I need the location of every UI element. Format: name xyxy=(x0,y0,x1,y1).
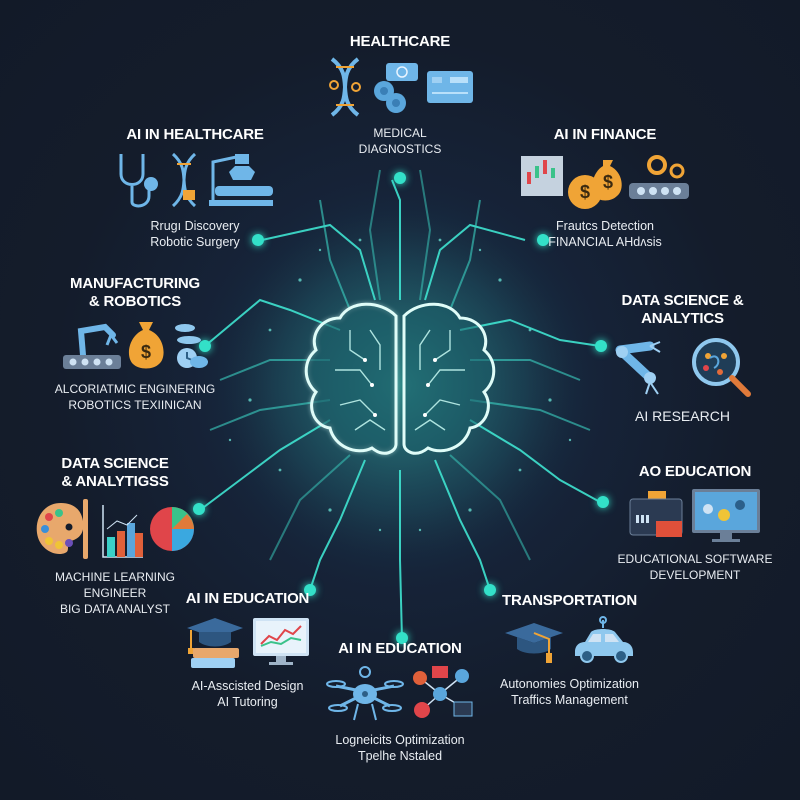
money-bag-icon: $ $ xyxy=(568,160,622,209)
node-subline: MACHINE LEARNING ENGINEER xyxy=(54,570,176,600)
node-ai-in-education-left: AI IN EDUCATION AI-Asscisted Design AI T… xyxy=(165,590,330,710)
svg-text:$: $ xyxy=(580,182,590,202)
node-ai-in-finance: AI IN FINANCE $ $ Fr xyxy=(515,126,695,250)
node-title: TRANSPORTATION xyxy=(502,592,637,609)
connector-dot xyxy=(394,172,406,184)
credit-card-icon xyxy=(427,71,473,103)
network-nodes-icon xyxy=(413,666,473,718)
connector-dot xyxy=(484,584,496,596)
surgical-robot-icon xyxy=(209,154,273,206)
node-ai-in-healthcare: AI IN HEALTHCARE Rrugı Discovery xyxy=(100,126,290,250)
stethoscope-icon xyxy=(119,154,158,208)
robot-arm-icon xyxy=(615,341,661,395)
node-subline: AI Tutoring xyxy=(217,695,278,709)
node-ai-in-education-bottom: AI IN EDUCATION xyxy=(315,640,485,764)
node-subline: ALCORIATMIC ENGINERING xyxy=(54,382,216,396)
graduation-books-icon xyxy=(186,618,243,668)
node-subline: FINANCIAL AHdʌsis xyxy=(548,235,662,249)
clock-cloud-icon xyxy=(175,324,208,368)
connector-dot xyxy=(193,503,205,515)
node-subline: AI RESEARCH xyxy=(635,408,730,424)
connector-dot xyxy=(595,340,607,352)
node-subline: Rrugı Discovery xyxy=(150,219,240,233)
monitor-icon xyxy=(692,489,760,542)
node-title: AI IN HEALTHCARE xyxy=(126,126,264,143)
node-subline: ROBOTICS TEXIINICAN xyxy=(68,398,202,412)
node-title: & ROBOTICS xyxy=(88,293,182,310)
node-ao-education: AO EDUCATION EDUCATIONAL SOFTWARE DEVELO… xyxy=(615,463,775,583)
graduation-cap-icon xyxy=(504,623,563,663)
candlestick-chart-icon xyxy=(521,156,563,196)
node-subline: AI-Asscisted Design xyxy=(191,679,304,693)
pie-chart-icon xyxy=(150,507,194,551)
palette-icon xyxy=(36,499,88,559)
autonomous-car-icon xyxy=(574,616,633,663)
connector-dot xyxy=(396,632,408,644)
node-manufacturing-robotics: MANUFACTURING & ROBOTICS $ ALCORI xyxy=(45,275,225,413)
node-title: AI IN EDUCATION xyxy=(185,590,310,607)
svg-text:$: $ xyxy=(141,342,151,362)
node-title: HEALTHCARE xyxy=(349,33,451,50)
dna-icon xyxy=(171,152,197,208)
magnifier-icon xyxy=(691,338,751,397)
node-subline: MEDICAL xyxy=(373,126,427,140)
connector-dot xyxy=(252,234,264,246)
connector-dot xyxy=(199,340,211,352)
node-subline: Traffics Management xyxy=(511,693,628,707)
node-title: DATA SCIENCE & ANALYTICS xyxy=(621,292,744,327)
svg-text:$: $ xyxy=(603,172,613,192)
node-subline: Tpelhe Nstaled xyxy=(357,749,443,763)
node-title: & ANALYTIGSS xyxy=(61,473,169,490)
node-subline: DIAGNOSTICS xyxy=(358,142,442,156)
node-data-science-left: DATA SCIENCE & ANALYTIGSS xyxy=(25,455,205,617)
node-subline: Logneicits Optimization xyxy=(335,733,465,747)
connector-dot xyxy=(537,234,549,246)
connector-dot xyxy=(304,584,316,596)
connector-dot xyxy=(597,496,609,508)
node-title: AI IN FINANCE xyxy=(553,126,657,143)
node-subline: Robotic Surgery xyxy=(150,235,240,249)
robot-arm-conveyor-icon xyxy=(63,323,121,369)
node-subline: Autonomies Optimization xyxy=(500,677,639,691)
dashboard-panel-icon xyxy=(629,491,683,537)
dna-icon xyxy=(329,57,361,117)
monitor-chart-icon xyxy=(252,618,309,665)
node-data-science-right: DATA SCIENCE & ANALYTICS AI RESEARCH xyxy=(585,292,780,424)
drone-icon xyxy=(326,666,404,721)
node-title: AI IN EDUCATION xyxy=(338,640,462,657)
node-title: DATA SCIENCE xyxy=(61,455,169,472)
node-title: AO EDUCATION xyxy=(638,463,752,480)
bar-chart-icon xyxy=(102,505,143,558)
gears-money-icon xyxy=(374,63,418,113)
node-healthcare: HEALTHCARE xyxy=(320,33,480,157)
node-subline: BIG DATA ANALYST xyxy=(59,602,171,616)
conveyor-gears-icon xyxy=(629,155,689,199)
node-title: MANUFACTURING xyxy=(70,275,200,292)
money-bag-icon: $ xyxy=(128,322,164,369)
node-subline: EDUCATIONAL SOFTWARE xyxy=(617,552,773,566)
node-transportation: TRANSPORTATION Autonomies Optimization T… xyxy=(487,592,652,708)
node-subline: DEVELOPMENT xyxy=(649,568,741,582)
node-subline: Frautcs Detection xyxy=(556,219,654,233)
